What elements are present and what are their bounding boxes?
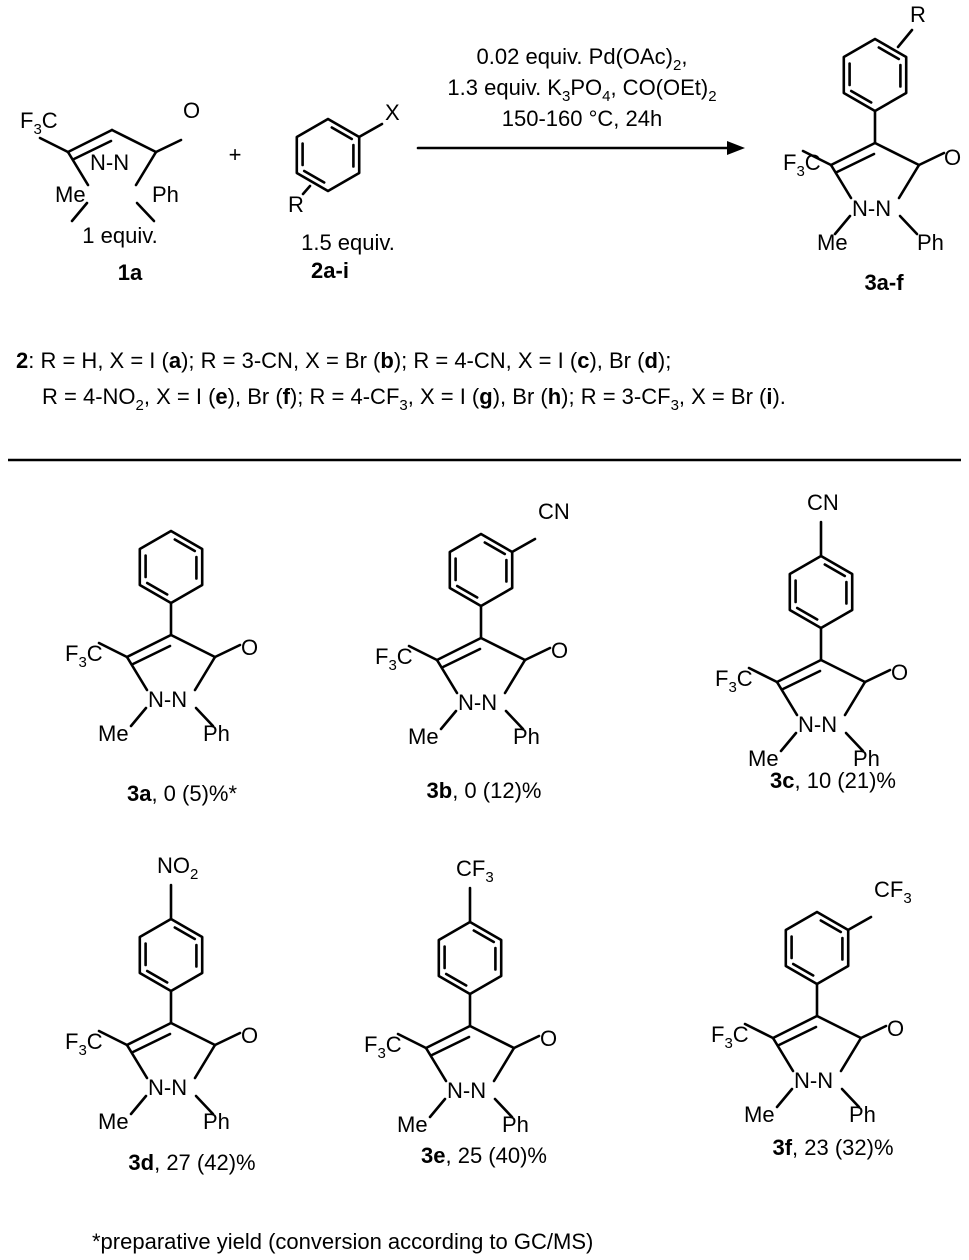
product-3f: CF3 F3C O N-N Me Ph [711, 877, 912, 1127]
phenyl-label: Ph [203, 1109, 230, 1134]
product-3e: CF3 F3C O N-N Me Ph [364, 856, 557, 1137]
n-n-label: N-N [458, 690, 497, 715]
carbonyl-o-label: O [551, 638, 568, 663]
carbonyl-o-label: O [241, 635, 258, 660]
caption-3b: 3b, 0 (12)% [427, 778, 542, 803]
methyl-label: Me [397, 1112, 428, 1137]
n-n-label: N-N [798, 712, 837, 737]
carbonyl-o-label: O [241, 1023, 258, 1048]
footnote: *preparative yield (conversion according… [92, 1229, 593, 1254]
methyl-label: Me [817, 230, 848, 255]
product-3c: CN F3C O N-N Me Ph [715, 490, 908, 771]
condition-catalyst: 0.02 equiv. Pd(OAc)2, [477, 44, 688, 74]
phenyl-label: Ph [502, 1112, 529, 1137]
methyl-label: Me [408, 724, 439, 749]
equiv-1a: 1 equiv. [82, 223, 157, 248]
cyano-label: CN [538, 499, 570, 524]
cf3-label: F3C [65, 641, 103, 671]
cf3-label: F3C [364, 1032, 402, 1062]
phenyl-label: Ph [849, 1102, 876, 1127]
cf3-label: F3C [711, 1022, 749, 1052]
condition-temperature: 150-160 °C, 24h [502, 106, 662, 131]
phenyl-label: Ph [917, 230, 944, 255]
product-3b: CN F3C O N-N Me Ph [375, 499, 570, 749]
condition-base: 1.3 equiv. K3PO4, CO(OEt)2 [447, 75, 716, 105]
product-3a-f: R F3C O N-N Me Ph 3a-f [783, 2, 961, 295]
r-label: R [910, 2, 926, 27]
methyl-label: Me [98, 1109, 129, 1134]
n-n-label: N-N [447, 1078, 486, 1103]
cf3-label: F3C [65, 1029, 103, 1059]
phenyl-label: Ph [203, 721, 230, 746]
caption-3f: 3f, 23 (32)% [772, 1135, 893, 1160]
compound-2a-i: X R 1.5 equiv. 2a-i [288, 100, 400, 283]
carbonyl-o-label: O [887, 1016, 904, 1041]
caption-3c: 3c, 10 (21)% [770, 768, 896, 793]
carbonyl-o-label: O [183, 98, 200, 123]
equiv-2: 1.5 equiv. [301, 230, 395, 255]
methyl-label: Me [744, 1102, 775, 1127]
cf3-label: F3C [783, 150, 821, 180]
cf3-label: F3C [715, 666, 753, 696]
phenyl-label: Ph [853, 746, 880, 771]
methyl-label: Me [98, 721, 129, 746]
product-3d: NO2 F3C O N-N Me Ph [65, 853, 258, 1134]
product-3a: F3C O N-N Me Ph [65, 529, 258, 746]
n-n-label: N-N [852, 196, 891, 221]
carbonyl-o-label: O [891, 660, 908, 685]
phenyl-label: Ph [513, 724, 540, 749]
legend-line-2: R = 4-NO2, X = I (e), Br (f); R = 4-CF3,… [42, 384, 786, 414]
cf3-label: F3C [375, 644, 413, 674]
plus-sign: + [229, 142, 242, 167]
n-n-label: N-N [148, 1075, 187, 1100]
caption-3a: 3a, 0 (5)%* [127, 781, 238, 806]
carbonyl-o-label: O [540, 1026, 557, 1051]
halogen-label: X [385, 100, 400, 125]
n-n-label: N-N [90, 150, 129, 175]
carbonyl-o-label: O [944, 145, 961, 170]
compound-id-1a: 1a [118, 260, 143, 285]
methyl-label: Me [748, 746, 779, 771]
reaction-arrow [416, 141, 745, 155]
compound-id-3: 3a-f [864, 270, 904, 295]
r-label: R [288, 192, 304, 217]
legend-line-1: 2: R = H, X = I (a); R = 3-CN, X = Br (b… [16, 348, 671, 373]
caption-3e: 3e, 25 (40)% [421, 1143, 547, 1168]
compound-1a: F3C O N-N Me Ph 1 equiv. 1a [20, 98, 200, 285]
n-n-label: N-N [148, 687, 187, 712]
caption-3d: 3d, 27 (42)% [128, 1150, 255, 1175]
trifluoromethyl-label: CF3 [874, 877, 912, 907]
reaction-conditions: 0.02 equiv. Pd(OAc)2, 1.3 equiv. K3PO4, … [447, 44, 716, 131]
n-n-label: N-N [794, 1068, 833, 1093]
methyl-label: Me [55, 182, 86, 207]
phenyl-label: Ph [152, 182, 179, 207]
cf3-label: F3C [20, 108, 58, 138]
cyano-label: CN [807, 490, 839, 515]
compound-id-2: 2a-i [311, 258, 349, 283]
nitro-label: NO2 [157, 853, 198, 883]
trifluoromethyl-label: CF3 [456, 856, 494, 886]
